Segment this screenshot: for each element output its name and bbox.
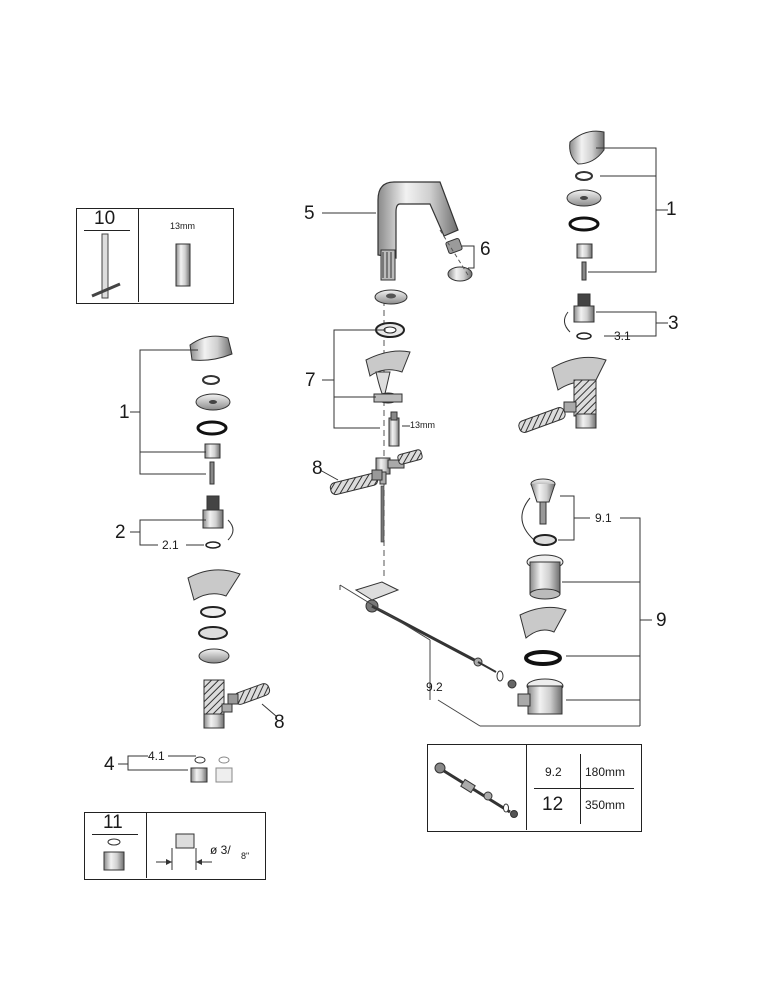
box-11-frame: [84, 812, 266, 880]
callout-9: 9: [656, 610, 667, 631]
box-10-frame: [76, 208, 234, 304]
callout-9-2: 9.2: [426, 680, 443, 694]
length-table-divider-h: [534, 788, 634, 789]
callout-1-right: 1: [666, 199, 677, 220]
callout-6: 6: [480, 239, 491, 260]
right-valve-assembly: [518, 130, 607, 433]
callout-5: 5: [304, 203, 315, 224]
callout-9-1: 9.1: [595, 511, 612, 525]
callout-8-left: 8: [312, 458, 323, 479]
length-table-divider-v2: [580, 754, 581, 824]
box-10-number: 10: [94, 208, 116, 229]
box-11-divider: [146, 812, 147, 878]
callout-3-1: 3.1: [614, 329, 631, 343]
spout-assembly: [365, 181, 473, 580]
callout-7: 7: [305, 370, 316, 391]
callout-1-left: 1: [119, 402, 130, 423]
callout-8-right: 8: [274, 712, 285, 733]
box-10-size: 13mm: [170, 221, 196, 231]
wrench-tool-icon: [91, 233, 191, 299]
callout-2: 2: [115, 522, 126, 543]
length-table-frame: [427, 744, 642, 832]
aerator-part: [439, 229, 473, 282]
callout-3: 3: [668, 313, 679, 334]
wrench-size-note: 13mm: [410, 420, 436, 430]
box-10-underline: [84, 230, 130, 231]
box-10-divider: [138, 208, 139, 302]
callout-2-1: 2.1: [162, 538, 179, 552]
table-row2-length: 350mm: [585, 798, 626, 812]
left-valve-assembly: [187, 335, 241, 783]
callout-4-1: 4.1: [148, 749, 165, 763]
fitting-nut-icon: [103, 833, 212, 871]
table-row1-part: 9.2: [545, 765, 562, 779]
callout-4: 4: [104, 754, 115, 775]
box-11-number: 11: [103, 812, 123, 833]
table-row2-part: 12: [542, 794, 564, 815]
length-table-divider-v1: [526, 744, 527, 830]
table-hose-illustration: [434, 762, 518, 818]
box-11-diameter-prefix: ø 3/: [210, 843, 231, 857]
leader-lines: [118, 147, 668, 771]
hose-8-left: [329, 469, 383, 496]
table-row1-length: 180mm: [585, 765, 626, 779]
box-11-diameter-suffix: 8": [241, 851, 250, 861]
hose-8-right: [227, 683, 271, 705]
box-11-underline: [92, 834, 138, 835]
drain-assembly: [339, 478, 640, 727]
